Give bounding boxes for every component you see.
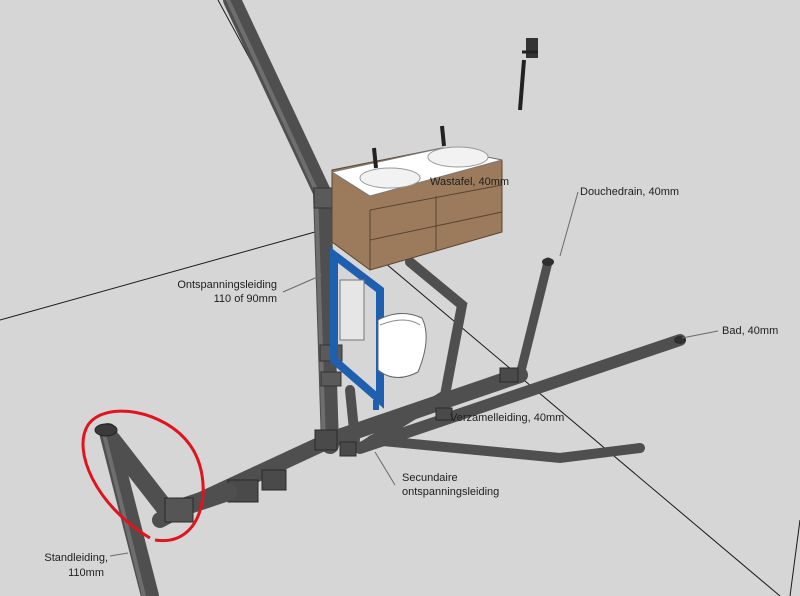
label-secundaire-2: ontspanningsleiding bbox=[402, 486, 499, 498]
leader-lines bbox=[109, 191, 719, 557]
label-secundaire-1: Secundaire bbox=[402, 472, 458, 484]
toilet-frame bbox=[330, 246, 384, 410]
stack-pipe bbox=[94, 423, 237, 596]
highlight-circle bbox=[81, 409, 205, 543]
label-ventilation-2: 110 of 90mm bbox=[214, 293, 277, 305]
label-verzamelleiding: Verzamelleiding, 40mm bbox=[450, 412, 564, 424]
label-ventilation-1: Ontspanningsleiding bbox=[177, 279, 277, 291]
label-standleiding-1: Standleiding, bbox=[44, 552, 108, 564]
label-standleiding-2: 110mm bbox=[68, 567, 104, 579]
label-wastafel: Wastafel, 40mm bbox=[430, 176, 509, 188]
shower-mixer bbox=[518, 38, 538, 111]
toilet bbox=[377, 313, 427, 378]
label-bad: Bad, 40mm bbox=[722, 325, 778, 337]
double-basin bbox=[330, 125, 503, 197]
label-douchedrain: Douchedrain, 40mm bbox=[580, 186, 679, 198]
drain-ends bbox=[542, 258, 686, 344]
ventilation-pipe bbox=[223, 0, 343, 454]
